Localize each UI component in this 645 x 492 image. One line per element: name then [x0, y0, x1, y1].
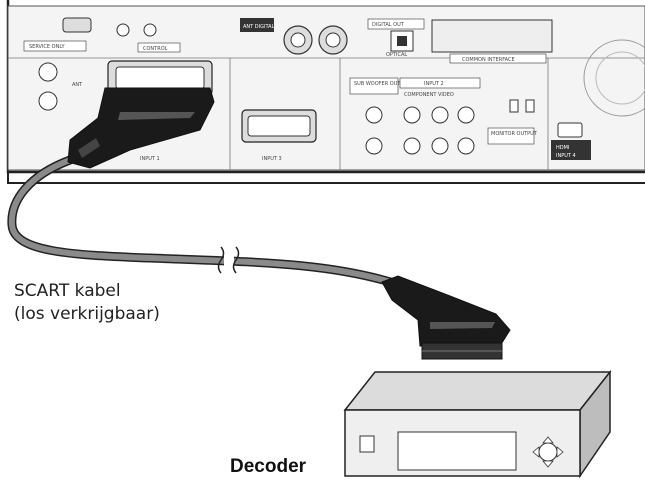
cable-caption-line2: (los verkrijgbaar) [14, 304, 160, 324]
control-label: CONTROL [143, 46, 168, 52]
scart-cable [7, 155, 405, 290]
scart-plug-tv [67, 87, 215, 169]
input3-label: INPUT 3 [262, 156, 282, 162]
digital-out-label: DIGITAL OUT [372, 22, 405, 28]
service-only-label: SERVICE ONLY [29, 44, 65, 50]
scart-plug-decoder [381, 275, 511, 360]
common-interface-label: COMMON INTERFACE [462, 57, 515, 63]
dpad-icon [532, 436, 564, 468]
input2-label: INPUT 2 [424, 81, 444, 87]
hdmi-label: HDMI [556, 145, 569, 151]
input4-label: INPUT 4 [556, 153, 576, 159]
decoder-label: Decoder [230, 456, 307, 477]
monitor-output-label: MONITOR OUTPUT [491, 131, 538, 137]
cable-caption-line1: SCART kabel [14, 281, 121, 301]
sub-woofer-label: SUB WOOFER OUTPUT [354, 81, 411, 87]
optical-label: OPTICAL [386, 52, 407, 58]
decoder-device [343, 369, 612, 479]
ant-label: ANT [72, 82, 83, 88]
ant-digital-label: ANT DIGITAL [243, 24, 275, 30]
input1-label: INPUT 1 [140, 156, 160, 162]
component-video-label: COMPONENT VIDEO [404, 92, 454, 98]
